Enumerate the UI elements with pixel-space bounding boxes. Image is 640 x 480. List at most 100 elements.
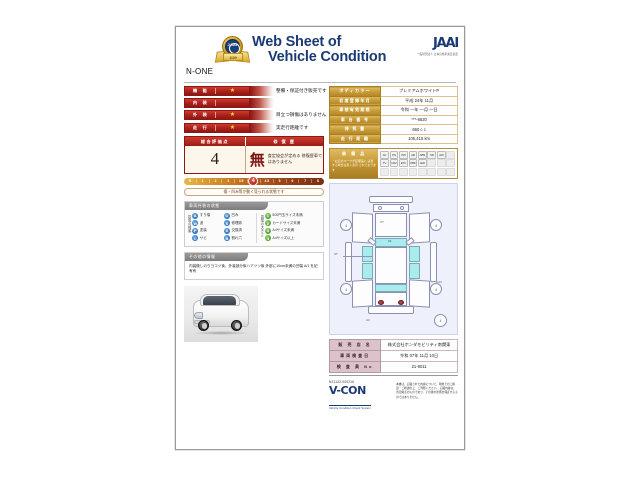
scale-segment: 4.5: [261, 179, 274, 184]
info-value: 平成 24年 11月: [380, 95, 458, 106]
info-value: 660 c c: [380, 124, 458, 135]
header-divider: [184, 82, 456, 83]
equipment-cell: NAV: [389, 159, 399, 168]
legend-item-label: 割れ穴: [231, 235, 242, 240]
diagram-hood-vent-left: [378, 205, 382, 210]
equipment-cell: AW: [436, 150, 446, 160]
legend-tab-label: 車両外装の状態: [185, 201, 268, 210]
equipment-cell: [436, 167, 446, 177]
legend-item-label: 修理跡: [231, 220, 242, 225]
wheel-mark: 4: [435, 287, 437, 292]
legend-item-label: カードサイズ未満: [272, 220, 301, 225]
damage-badge-icon: B: [223, 235, 230, 242]
equipment-icon: LED: [418, 159, 427, 168]
equipment-icon: PW: [399, 150, 408, 159]
diagram-rear-panel: [375, 283, 407, 292]
damage-badge-icon: X: [223, 227, 230, 234]
damage-badge-icon: W: [192, 220, 199, 227]
other-info-box: その他の情報 内装微しのりヨコツ後、外装部分後ハアツツ後 外部に10cm未満の凹…: [184, 251, 324, 280]
damage-badge-icon: U: [223, 212, 230, 219]
equipment-cell: AC: [380, 150, 389, 160]
table-row: 排 気 量 660 c c: [328, 124, 458, 135]
diagram-hood: [373, 203, 409, 212]
sheet-footer: N21132-000216 V-CON Vehicle Condition Ch…: [329, 380, 458, 414]
vehicle-damage-diagram: UT A1: [329, 182, 458, 335]
car-wheel-front: [198, 319, 209, 331]
size-badge-icon: 3: [264, 227, 271, 234]
corner-mark: 4: [439, 318, 442, 323]
sheet-header: JAAI 1100 Web Sheet of Vehicle Condition…: [176, 27, 464, 83]
equipment-cell: TV: [380, 159, 389, 168]
legend-item-label: 塗装: [199, 228, 207, 233]
footer-document-code: N21132-000216: [329, 379, 355, 384]
equipment-icon-empty: [380, 167, 389, 176]
condition-fade: [250, 98, 274, 109]
equipment-icon-empty: [446, 159, 456, 168]
equipment-icon: SR: [427, 150, 437, 159]
diagram-wheel-front-left: 4: [340, 218, 352, 231]
vehicle-photo-image: [184, 285, 258, 342]
condition-label: 外 装 ★: [184, 110, 250, 121]
info-value: ***-6620: [380, 114, 458, 125]
condition-label: 内 装: [184, 98, 250, 109]
diagram-left-rocker: [345, 241, 352, 282]
condition-text: 目立つ損傷はありません: [276, 112, 327, 118]
damage-badge-icon: P: [192, 227, 199, 234]
emblem-label: JAAI: [227, 41, 238, 47]
equipment-title: 装 備 品: [342, 151, 367, 156]
dealer-key: 販 売 店 名: [328, 338, 382, 351]
diagram-label-UT: UT: [380, 219, 384, 224]
equipment-icon: ETC: [399, 159, 408, 168]
scale-caption: 傷・凹み等が動く見られる状態です: [184, 187, 324, 196]
diagram-wheel-rear-right: 4: [430, 282, 442, 295]
table-row: 検 査 員 No 21-9011: [328, 360, 458, 373]
info-value: プレミアムホワイトP: [380, 86, 458, 97]
diagram-left-front-door: [362, 245, 373, 262]
equipment-note: ・右記のマークが装備品に 該当する場合は黒く表示 されております: [332, 159, 377, 172]
equipment-cell: AB: [408, 150, 418, 160]
size-badge-icon: 4: [264, 235, 271, 242]
equipment-cell: [436, 159, 446, 168]
footer-left: N21132-000216 V-CON Vehicle Condition Ch…: [329, 380, 396, 414]
equipment-icon-empty: [427, 159, 437, 168]
equipment-icon-empty: [408, 167, 418, 176]
jaai-logo-mark: JAAI: [433, 36, 459, 51]
equipment-icon: PS: [389, 150, 399, 159]
legend-item-label: 波: [199, 220, 204, 225]
star-icon: ★: [229, 88, 236, 94]
equipment-cell: [446, 167, 456, 177]
repair-mark: 無: [249, 152, 265, 169]
equipment-cell: LED: [418, 159, 427, 168]
legend-item-label: すり傷: [199, 213, 211, 218]
diagram-leader-line: [343, 255, 373, 256]
jaai-logo: JAAI 一般財団法人 日本自動車査定協会: [417, 36, 459, 56]
info-key: 車検有効期限: [328, 105, 382, 116]
scale-segment: 6: [287, 179, 300, 184]
equipment-icon: AB: [408, 150, 418, 159]
equipment-icon-empty: [446, 150, 456, 159]
equipment-icon-empty: [436, 159, 446, 168]
condition-row: 機 能 ★ 整備・保証付き販売です: [184, 86, 327, 96]
page-title-line1: Web Sheet of: [252, 34, 342, 50]
equipment-cell: [446, 159, 456, 168]
diagram-left-rear-door: [362, 262, 373, 279]
equipment-label-panel: 装 備 品 ・右記のマークが装備品に 該当する場合は黒く表示 されております: [330, 149, 379, 178]
diagram-left-rear-fender: [352, 278, 373, 308]
dealer-info-table: 販 売 店 名 株式会社ホンダモビリティ南関東 車両検査日 令和 07年 11月…: [328, 338, 458, 373]
equipment-cell: SR: [427, 150, 437, 160]
legend-item-label: サビ: [199, 235, 207, 240]
wheel-mark: 4: [345, 287, 347, 292]
scale-segment: 7: [299, 179, 313, 184]
condition-name: 外 装: [192, 112, 210, 118]
diagram-right-front-door: [409, 245, 420, 262]
scale-indicator: 4: [248, 176, 259, 187]
